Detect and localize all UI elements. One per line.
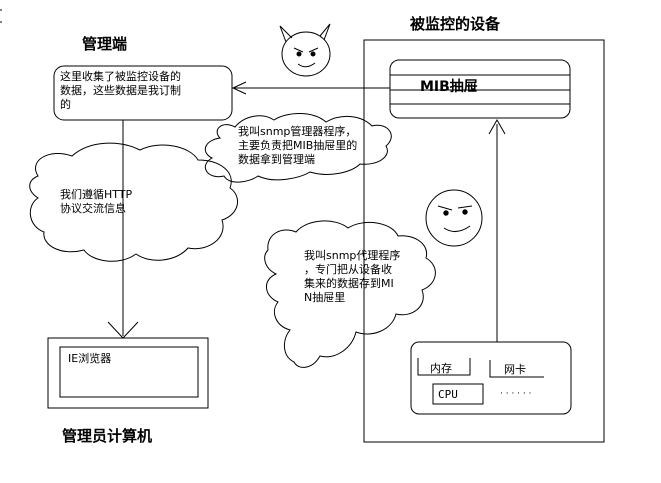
browser-box bbox=[59, 346, 199, 398]
manager-box-line3: 的 bbox=[60, 98, 71, 111]
arrow-icon bbox=[488, 118, 506, 135]
cloud-manager bbox=[204, 113, 392, 183]
cloud-agent-line2: ，专门把从设备收 bbox=[304, 263, 392, 276]
manager-title: 管理端 bbox=[82, 35, 128, 53]
cloud-manager-line3: 数据拿到管理端 bbox=[238, 153, 315, 166]
memory-box bbox=[417, 358, 471, 376]
device-box bbox=[363, 39, 605, 443]
pc-box bbox=[47, 337, 209, 409]
edge-mark bbox=[0, 9, 2, 23]
nic-label: 网卡 bbox=[504, 363, 526, 376]
manager-box bbox=[53, 65, 233, 121]
cloud-agent-line4: N抽屉里 bbox=[304, 291, 346, 304]
cpu-box bbox=[432, 383, 484, 405]
cloud-manager-line1: 我叫snmp管理器程序， bbox=[238, 125, 357, 138]
nic-box bbox=[489, 360, 544, 378]
admin-pc-title: 管理员计算机 bbox=[62, 427, 153, 445]
device-title: 被监控的设备 bbox=[410, 15, 501, 33]
cloud-manager-line2: 主要负责把MIB抽屉里的 bbox=[238, 139, 358, 152]
cloud-http-line1: 我们遵循HTTP bbox=[60, 188, 133, 201]
cloud-agent-line1: 我叫snmp代理程序 bbox=[304, 249, 401, 262]
cloud-http bbox=[29, 142, 238, 262]
cpu-label: CPU bbox=[438, 388, 458, 401]
arrow-icon bbox=[231, 81, 247, 95]
browser-label: IE浏览器 bbox=[68, 352, 112, 365]
mib-drawer bbox=[389, 59, 571, 119]
more-label: · · · · · · bbox=[500, 389, 532, 399]
manager-box-line2: 数据，这些数据是我订制 bbox=[60, 84, 181, 97]
cloud-agent-line3: 集来的数据存到MI bbox=[304, 277, 394, 290]
memory-label: 内存 bbox=[430, 362, 452, 375]
hardware-box bbox=[410, 341, 572, 415]
manager-box-line1: 这里收集了被监控设备的 bbox=[60, 70, 181, 83]
devil-face-icon bbox=[279, 23, 331, 77]
mib-label: MIB抽屉 bbox=[420, 79, 478, 95]
cloud-http-line2: 协议交流信息 bbox=[60, 202, 126, 215]
cloud-agent bbox=[264, 220, 436, 368]
smiley-face-icon bbox=[425, 189, 483, 247]
